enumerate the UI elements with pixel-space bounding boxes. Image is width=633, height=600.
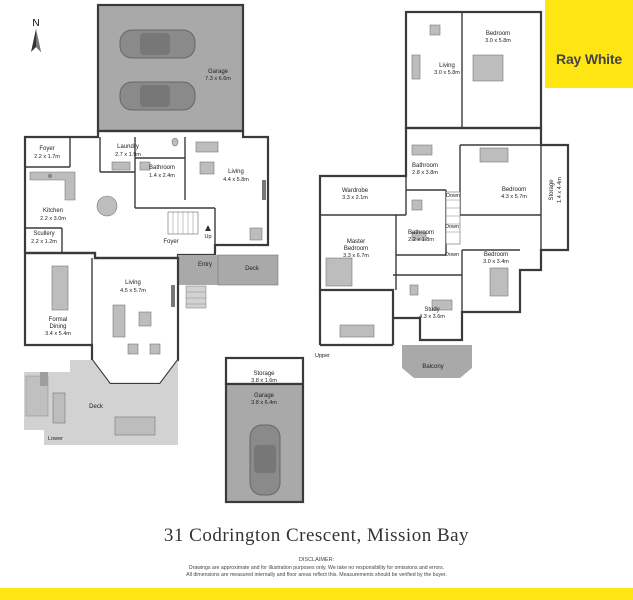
garage-area bbox=[98, 5, 243, 131]
scullery-label: Scullery bbox=[33, 231, 54, 237]
disclaimer-line-1: Drawings are approximate and for illustr… bbox=[188, 565, 445, 571]
bedroom1-label: Bedroom bbox=[486, 31, 510, 37]
sofa-icon-2 bbox=[112, 304, 126, 338]
formal-dim: 3.4 x 5.4m bbox=[45, 331, 71, 337]
storage-dim: 3.8 x 1.6m bbox=[251, 378, 277, 384]
car-icon-3 bbox=[249, 424, 281, 496]
upper-storage-dim: 1.4 x 4.4m bbox=[557, 177, 563, 203]
study-label: Study bbox=[424, 307, 439, 313]
living2-label: Living bbox=[125, 280, 141, 286]
master-bed-icon bbox=[325, 257, 353, 287]
upper-stairs-icon bbox=[445, 191, 461, 245]
scullery-dim: 2.2 x 1.2m bbox=[31, 239, 57, 245]
wardrobe-label: Wardrobe bbox=[342, 188, 369, 194]
down3-label: Down bbox=[445, 252, 459, 258]
bed-icon-3 bbox=[489, 267, 509, 297]
wardrobe-dim: 3.3 x 2.1m bbox=[342, 195, 368, 201]
master-dim: 3.3 x 6.7m bbox=[343, 253, 369, 259]
bedroom3-label: Bedroom bbox=[484, 252, 508, 258]
stairs-icon bbox=[167, 211, 199, 235]
bedroom3-dim: 3.0 x 3.4m bbox=[483, 259, 509, 265]
bathroom2-label: Bathroom bbox=[408, 230, 434, 236]
study-dim: 4.3 x 3.6m bbox=[419, 314, 445, 320]
dining-table-icon bbox=[96, 195, 118, 217]
living2-dim: 4.5 x 5.7m bbox=[120, 288, 146, 294]
down1-label: Down bbox=[446, 193, 460, 199]
deck-label: Deck bbox=[89, 404, 104, 410]
garage2-dim: 3.8 x 6.4m bbox=[251, 400, 277, 406]
property-address: 31 Codrington Crescent, Mission Bay bbox=[163, 525, 470, 546]
formal-dining-table-icon bbox=[51, 265, 69, 311]
upper-level-label: Upper bbox=[315, 353, 330, 359]
laundry-dim: 2.7 x 1.9m bbox=[115, 152, 141, 158]
garage-dim: 7.3 x 6.6m bbox=[205, 76, 231, 82]
down2-label: Down bbox=[445, 224, 459, 230]
bedroom1-dim: 3.0 x 5.8m bbox=[485, 38, 511, 44]
bathroom2-dim: 2.2 x 1.8m bbox=[408, 237, 434, 243]
up-label: Up bbox=[204, 234, 211, 240]
foyer1-label: Foyer bbox=[39, 146, 54, 152]
kitchen-dim: 2.2 x 3.0m bbox=[40, 216, 66, 222]
bedroom2-label: Bedroom bbox=[502, 187, 526, 193]
disclaimer-title: DISCLAIMER: bbox=[298, 557, 335, 563]
disclaimer-line-2: All dimensions are measured internally a… bbox=[186, 572, 447, 578]
bathroom-label: Bathroom bbox=[149, 165, 175, 171]
ray-white-logo: Ray White bbox=[545, 0, 633, 88]
formal-label-1: Formal bbox=[49, 317, 68, 323]
living1-dim: 4.4 x 5.8m bbox=[223, 177, 249, 183]
entry-label: Entry bbox=[198, 262, 212, 268]
garage2-label: Garage bbox=[254, 393, 275, 399]
living1-label: Living bbox=[228, 169, 244, 175]
bathroom1-label: Bathroom bbox=[412, 163, 438, 169]
kitchen-label: Kitchen bbox=[43, 208, 63, 214]
upper-living-dim: 3.0 x 5.8m bbox=[434, 70, 460, 76]
foyer1-dim: 2.2 x 1.7m bbox=[34, 154, 60, 160]
bedroom2-dim: 4.3 x 5.7m bbox=[501, 194, 527, 200]
deck-stairs-icon bbox=[185, 285, 207, 309]
lower-floor: Garage 7.3 x 6.6m bbox=[23, 3, 279, 445]
bathroom-dim: 1.4 x 2.4m bbox=[149, 173, 175, 179]
brand-footer-bar bbox=[0, 588, 633, 600]
car-icon bbox=[119, 29, 196, 59]
entry-deck-area bbox=[178, 255, 278, 285]
laundry-label: Laundry bbox=[117, 144, 139, 150]
bed-icon bbox=[472, 54, 504, 82]
upper-floor: Living 3.0 x 5.8m Bedroom 3.0 x 5.8m Bat… bbox=[315, 10, 570, 378]
balcony-label: Balcony bbox=[422, 364, 443, 370]
formal-label-2: Dining bbox=[49, 324, 66, 330]
deck-small-label: Deck bbox=[245, 266, 260, 272]
lower-level-label: Lower bbox=[48, 436, 63, 442]
upper-living-label: Living bbox=[439, 63, 455, 69]
car-icon-2 bbox=[119, 81, 196, 111]
garage-label: Garage bbox=[208, 69, 229, 75]
detached-garage: Storage 3.8 x 1.6m Garage 3.8 x 6.4m bbox=[224, 356, 305, 504]
compass-label: N bbox=[32, 18, 39, 29]
upper-storage-label: Storage bbox=[549, 179, 555, 201]
master-label-2: Bedroom bbox=[344, 246, 368, 252]
bathroom1-dim: 2.8 x 3.8m bbox=[412, 170, 438, 176]
up-arrow-icon bbox=[205, 225, 211, 231]
brand-name: Ray White bbox=[556, 51, 622, 67]
storage-label: Storage bbox=[253, 371, 275, 377]
foyer2-label: Foyer bbox=[163, 239, 178, 245]
north-compass-icon: N bbox=[31, 18, 41, 52]
balcony-area bbox=[402, 345, 472, 378]
master-label-1: Master bbox=[347, 239, 365, 245]
sofa-icon bbox=[195, 141, 219, 153]
bed-icon-2 bbox=[479, 147, 509, 163]
